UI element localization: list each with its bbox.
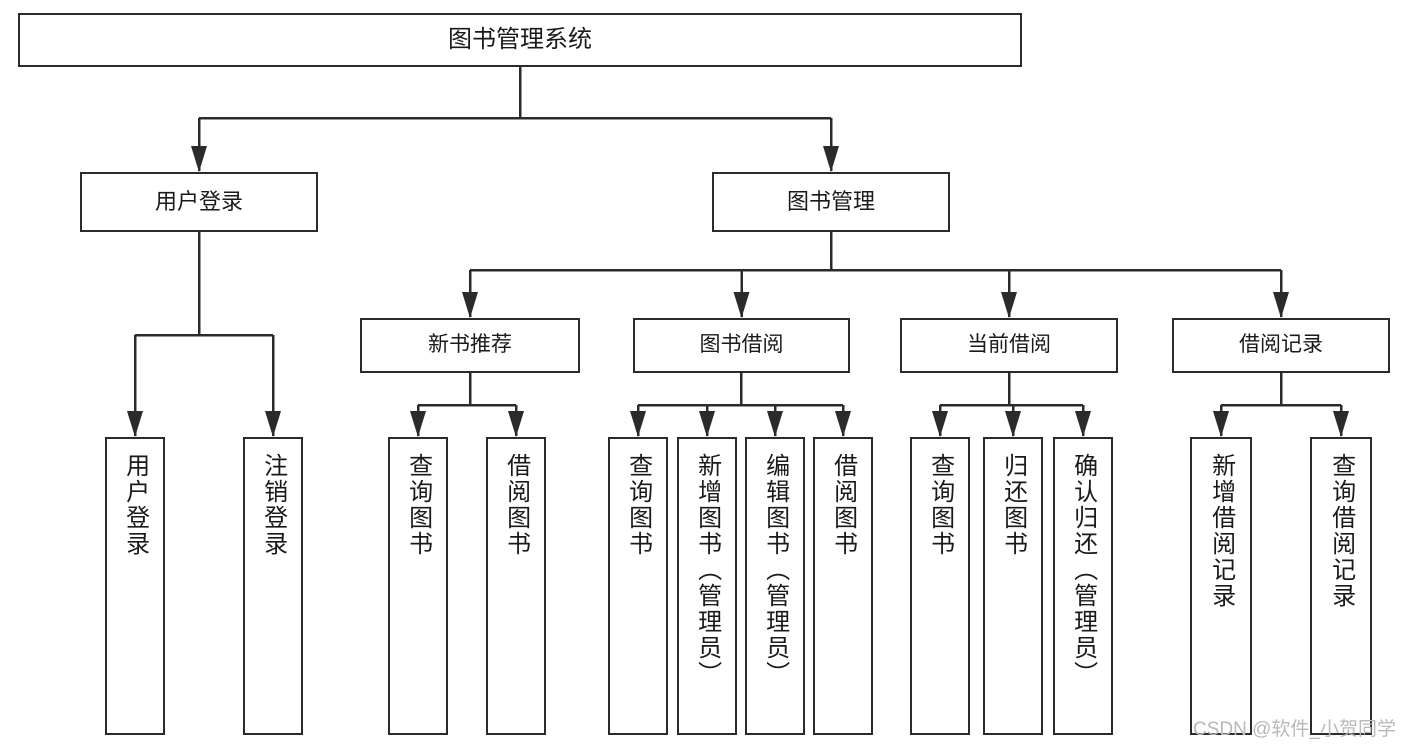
- node-leaf-add-record-label: 新增借阅记录: [1207, 453, 1235, 609]
- node-user-login[interactable]: 用户登录: [80, 172, 318, 232]
- node-leaf-user-login[interactable]: 用户登录: [105, 437, 165, 735]
- node-leaf-confirm-return[interactable]: 确认归还（管理员）: [1053, 437, 1113, 735]
- node-leaf-edit-book-label: 编辑图书（管理员）: [761, 453, 789, 687]
- node-leaf-return-book[interactable]: 归还图书: [983, 437, 1043, 735]
- node-new-book-rec-label: 新书推荐: [428, 333, 512, 357]
- node-leaf-borrow-book-1[interactable]: 借阅图书: [486, 437, 546, 735]
- node-current-borrow-label: 当前借阅: [967, 333, 1051, 357]
- node-leaf-logout-label: 注销登录: [259, 453, 287, 557]
- node-leaf-borrow-book-2-label: 借阅图书: [829, 453, 857, 557]
- node-leaf-borrow-book-2[interactable]: 借阅图书: [813, 437, 873, 735]
- node-root[interactable]: 图书管理系统: [18, 13, 1022, 67]
- node-leaf-user-login-label: 用户登录: [121, 453, 149, 557]
- node-book-borrow-label: 图书借阅: [699, 333, 784, 357]
- node-book-borrow[interactable]: 图书借阅: [633, 318, 850, 373]
- node-leaf-add-book-label: 新增图书（管理员）: [693, 453, 721, 687]
- node-new-book-rec[interactable]: 新书推荐: [360, 318, 580, 373]
- node-user-login-label: 用户登录: [154, 189, 243, 215]
- node-leaf-query-book-3-label: 查询图书: [926, 453, 954, 557]
- node-leaf-query-book-1[interactable]: 查询图书: [388, 437, 448, 735]
- node-leaf-confirm-return-label: 确认归还（管理员）: [1069, 453, 1097, 687]
- node-leaf-edit-book[interactable]: 编辑图书（管理员）: [745, 437, 805, 735]
- node-leaf-add-book[interactable]: 新增图书（管理员）: [677, 437, 737, 735]
- node-book-manage-label: 图书管理: [786, 189, 875, 215]
- node-leaf-return-book-label: 归还图书: [999, 453, 1027, 557]
- node-leaf-query-book-2-label: 查询图书: [624, 453, 652, 557]
- node-leaf-query-record-label: 查询借阅记录: [1327, 453, 1355, 609]
- node-leaf-query-book-1-label: 查询图书: [404, 453, 432, 557]
- node-leaf-add-record[interactable]: 新增借阅记录: [1190, 437, 1252, 735]
- node-book-manage[interactable]: 图书管理: [712, 172, 950, 232]
- node-leaf-query-book-3[interactable]: 查询图书: [910, 437, 970, 735]
- node-current-borrow[interactable]: 当前借阅: [900, 318, 1118, 373]
- node-leaf-query-record[interactable]: 查询借阅记录: [1310, 437, 1372, 735]
- csdn-watermark: CSDN @软件_小贺同学: [1193, 719, 1396, 740]
- node-root-label: 图书管理系统: [448, 25, 592, 53]
- node-leaf-borrow-book-1-label: 借阅图书: [502, 453, 530, 557]
- node-borrow-record[interactable]: 借阅记录: [1172, 318, 1390, 373]
- node-borrow-record-label: 借阅记录: [1239, 333, 1323, 357]
- node-leaf-logout[interactable]: 注销登录: [243, 437, 303, 735]
- node-leaf-query-book-2[interactable]: 查询图书: [608, 437, 668, 735]
